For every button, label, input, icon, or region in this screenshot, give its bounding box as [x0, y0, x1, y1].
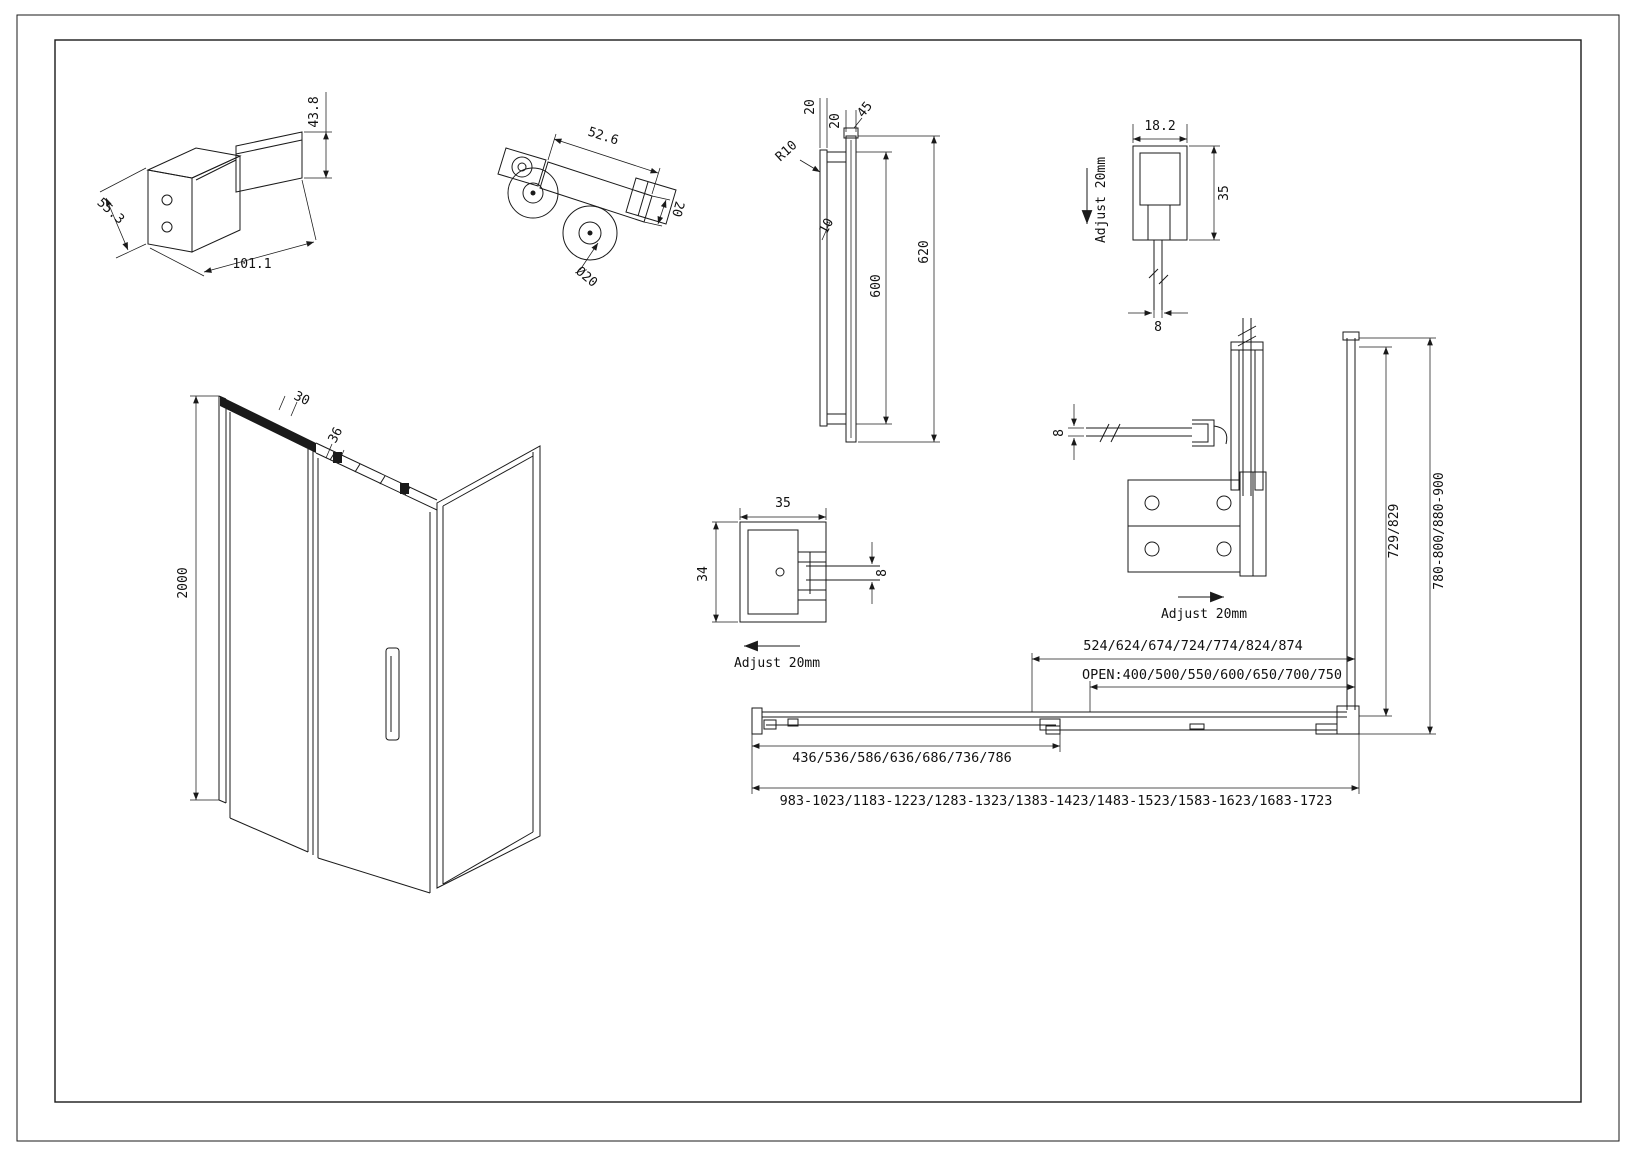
floor-guide-adjust-note: Adjust 20mm: [734, 656, 820, 671]
top-profile-view: 18.2 35 8 Adjust 20mm: [1081, 119, 1232, 335]
floor-guide-height-dim: 34: [696, 566, 711, 582]
plan-side-total-dim: 780-800/880-900: [1432, 472, 1447, 589]
top-profile-width-dim: 18.2: [1144, 119, 1175, 134]
corner-bracket-width-dim: 101.1: [232, 257, 271, 272]
roller-wheel-dia-dim: Ø20: [572, 264, 600, 291]
isometric-view: 2000 30 36: [176, 389, 541, 894]
handle-dim-a: 20: [803, 99, 818, 115]
handle-bar-dim: 10: [817, 216, 838, 237]
roller-width-dim: 52.6: [586, 125, 620, 149]
floor-guide-width-dim: 35: [775, 496, 791, 511]
top-profile-height-dim: 35: [1217, 185, 1232, 201]
plan-fixed-dim: 524/624/674/724/774/824/874: [1083, 638, 1302, 654]
handle-radius-dim: R10: [773, 138, 800, 165]
isometric-rail-dim: 36: [326, 425, 347, 446]
plan-view: 524/624/674/724/774/824/874 OPEN:400/500…: [751, 331, 1447, 809]
roller-view: 52.6 20 Ø20: [497, 125, 687, 291]
isometric-top-dim: 30: [291, 389, 312, 409]
floor-guide-glass-dim: 8: [875, 569, 890, 577]
plan-side-glass-dim: 729/829: [1387, 504, 1402, 559]
corner-bracket-height-dim: 43.8: [307, 96, 322, 127]
plan-total-dim: 983-1023/1183-1223/1283-1323/1383-1423/1…: [780, 793, 1333, 809]
wall-bracket-glass-dim: 8: [1052, 429, 1067, 437]
wall-bracket-view: 8 Adjust 20mm: [1052, 318, 1267, 622]
isometric-height-dim: 2000: [176, 567, 191, 598]
handle-dim-b: 20: [828, 113, 843, 129]
roller-height-dim: 20: [668, 199, 687, 218]
top-profile-adjust-note: Adjust 20mm: [1094, 157, 1109, 243]
handle-total-dim: 620: [917, 240, 932, 263]
top-profile-glass-dim: 8: [1154, 320, 1162, 335]
floor-guide-view: 35 8 34 Adjust 20mm: [696, 496, 890, 671]
handle-view: 20 20 45 R10 10 600 620: [773, 98, 940, 443]
handle-inner-dim: 600: [869, 274, 884, 297]
plan-open-dim: OPEN:400/500/550/600/650/700/750: [1082, 667, 1342, 683]
wall-bracket-adjust-note: Adjust 20mm: [1161, 607, 1247, 622]
drawing-frame: [16, 14, 1620, 1142]
handle-dim-c: 45: [855, 99, 876, 121]
corner-bracket-depth-dim: 55.3: [94, 195, 127, 227]
plan-door-dim: 436/536/586/636/686/736/786: [792, 750, 1011, 766]
corner-bracket-view: 43.8 55.3 101.1: [94, 92, 332, 277]
